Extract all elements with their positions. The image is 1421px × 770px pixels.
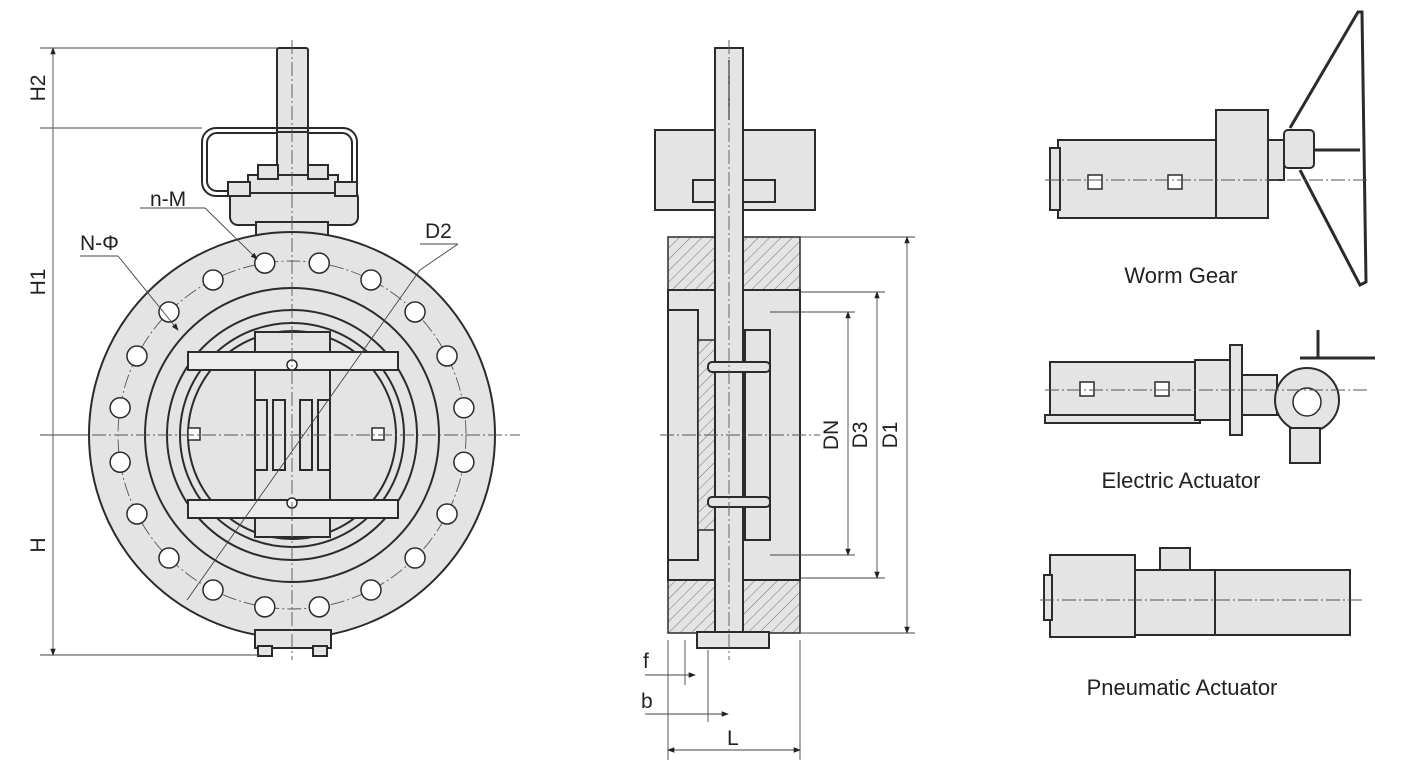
bolt-hole	[308, 252, 330, 274]
label-n-m: n-M	[150, 188, 186, 211]
pneumatic-actuator: Pneumatic Actuator	[1040, 547, 1365, 700]
bolt-hole	[158, 301, 180, 323]
bottom-boss	[254, 629, 332, 649]
bolt-hole	[158, 547, 180, 569]
caption-pneumatic-actuator: Pneumatic Actuator	[1087, 675, 1278, 700]
bolt-hole	[360, 269, 382, 291]
bolt-hole	[404, 301, 426, 323]
bolt-hole	[404, 547, 426, 569]
worm-gear-actuator: Worm Gear	[1045, 10, 1370, 288]
bolt-hole	[360, 579, 382, 601]
dim-h1: H1	[27, 269, 50, 296]
label-n-phi: N-Φ	[80, 232, 119, 255]
label-d2: D2	[425, 220, 452, 243]
bolt-hole	[453, 397, 475, 419]
bolt-hole	[202, 579, 224, 601]
electric-actuator: Electric Actuator	[1044, 330, 1375, 493]
bolt-hole	[109, 451, 131, 473]
side-view: DN D3 D1 f b L	[641, 40, 915, 760]
front-view: H2 H1 H n-M N-Φ D2	[27, 40, 520, 660]
bolt-hole	[308, 596, 330, 618]
dim-h: H	[27, 537, 50, 552]
bolt-hole	[126, 503, 148, 525]
bolt-hole	[254, 596, 276, 618]
bolt-hole	[436, 345, 458, 367]
dim-b: b	[641, 690, 653, 713]
caption-worm-gear: Worm Gear	[1124, 263, 1237, 288]
bolt-hole	[453, 451, 475, 473]
bolt-hole	[436, 503, 458, 525]
bolt-hole	[126, 345, 148, 367]
dim-d1: D1	[879, 422, 902, 449]
dim-d3: D3	[849, 422, 872, 449]
dim-f: f	[643, 650, 649, 673]
bolt-hole	[109, 397, 131, 419]
dim-h2: H2	[27, 75, 50, 102]
dim-l: L	[727, 727, 739, 750]
dim-dn: DN	[820, 420, 843, 450]
bottom-cover	[696, 631, 770, 649]
caption-electric-actuator: Electric Actuator	[1102, 468, 1261, 493]
bolt-hole	[254, 252, 276, 274]
bolt-hole	[202, 269, 224, 291]
